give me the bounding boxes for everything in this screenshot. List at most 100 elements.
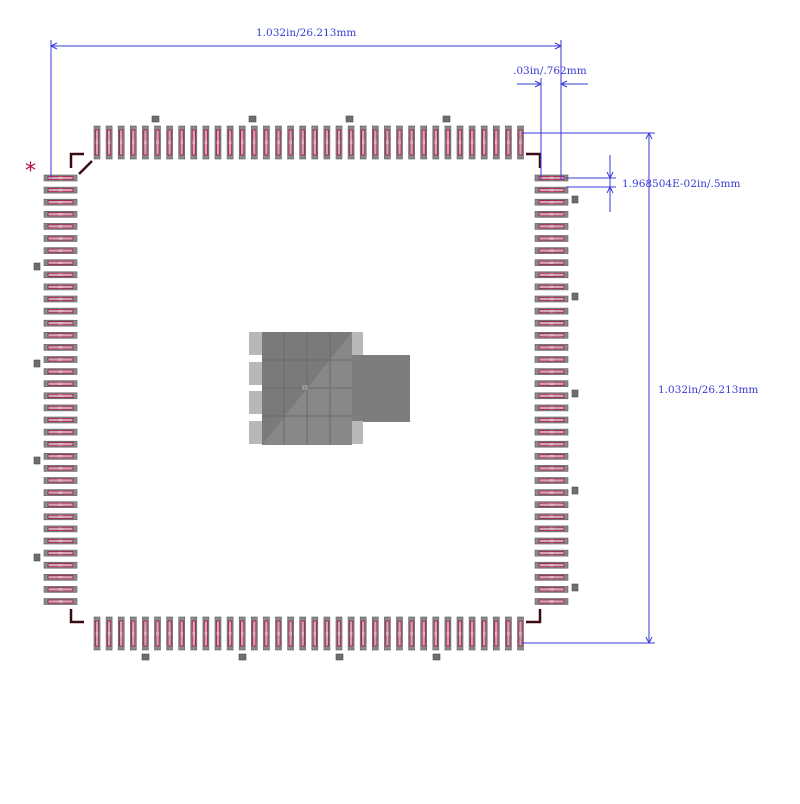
left-pad — [43, 319, 78, 327]
left-pad — [43, 235, 78, 242]
left-pad — [43, 416, 78, 424]
left-pin-row — [43, 174, 78, 605]
bottom-pad — [299, 616, 307, 651]
top-pad — [275, 125, 282, 160]
top-pad — [323, 125, 331, 160]
bottom-pin-row — [93, 616, 524, 651]
right-pad — [534, 307, 569, 315]
top-pad — [408, 125, 415, 160]
fiducial-mark — [571, 195, 579, 204]
left-pad — [43, 392, 78, 400]
top-pad — [396, 125, 403, 160]
bottom-pad — [517, 616, 524, 651]
top-pad — [142, 125, 149, 160]
pad-width-label: .03in/.762mm — [513, 65, 587, 77]
right-pad — [534, 561, 569, 569]
bottom-pad — [456, 616, 464, 651]
right-pad — [534, 586, 569, 593]
left-pad — [43, 477, 78, 484]
top-pad — [359, 125, 367, 160]
bottom-pad — [492, 616, 500, 651]
top-pad — [432, 125, 440, 160]
bottom-pad — [142, 616, 149, 651]
dimension-pad-width — [517, 78, 588, 180]
silk-corner-bottom-left — [69, 609, 84, 624]
right-pad — [534, 598, 569, 605]
right-pad — [534, 392, 569, 400]
silk-corner-top-right — [526, 152, 542, 168]
right-pin-row — [534, 174, 569, 605]
left-pad — [43, 271, 78, 279]
overall-height-label: 1.032in/26.213mm — [658, 384, 758, 396]
bottom-pad — [432, 616, 440, 651]
top-pad — [238, 125, 246, 160]
paste-square-2 — [249, 362, 262, 385]
right-pad — [534, 186, 569, 194]
top-pad — [130, 125, 137, 160]
left-pad — [43, 465, 78, 472]
left-pad — [43, 501, 78, 509]
bottom-pad — [480, 616, 488, 651]
left-pad — [43, 344, 78, 351]
left-pad — [43, 440, 78, 448]
bottom-pad — [130, 616, 137, 651]
left-pad — [43, 525, 78, 533]
bottom-pad — [226, 616, 234, 651]
bottom-pad — [420, 616, 428, 651]
right-pad — [534, 501, 569, 509]
left-pad — [43, 356, 78, 363]
top-pad — [456, 125, 464, 160]
left-pad — [43, 549, 78, 557]
right-pad — [534, 368, 569, 375]
fiducial-mark — [345, 115, 354, 123]
right-pad — [534, 198, 569, 206]
top-pad — [444, 125, 452, 160]
left-pad — [43, 452, 78, 460]
left-pad — [43, 368, 78, 375]
fiducial-mark — [571, 583, 579, 592]
top-pad — [347, 125, 355, 160]
right-pad — [534, 573, 569, 581]
bottom-pad — [275, 616, 282, 651]
top-pad — [420, 125, 428, 160]
top-pad — [287, 125, 294, 160]
top-pad — [105, 125, 113, 160]
top-pad — [384, 125, 391, 160]
left-pad — [43, 295, 78, 303]
bottom-pad — [202, 616, 210, 651]
dimension-overall-height — [522, 132, 655, 644]
bottom-pad — [178, 616, 185, 651]
bottom-pad — [408, 616, 415, 651]
right-pad — [534, 356, 569, 363]
right-pad — [534, 344, 569, 351]
top-pad — [492, 125, 500, 160]
thermal-pad-tab — [350, 355, 410, 422]
top-pad — [311, 125, 319, 160]
left-pad — [43, 259, 78, 267]
left-pad — [43, 586, 78, 593]
left-pad — [43, 598, 78, 605]
fiducial-mark — [33, 553, 41, 562]
bottom-pad — [444, 616, 452, 651]
top-pad — [299, 125, 307, 160]
fiducial-mark — [432, 653, 441, 661]
bottom-pad — [190, 616, 198, 651]
bottom-pad — [238, 616, 246, 651]
bottom-pad — [117, 616, 125, 651]
right-pad — [534, 513, 569, 521]
paste-square-4 — [249, 421, 262, 444]
dimension-pitch — [566, 155, 616, 212]
fiducial-mark — [335, 653, 344, 661]
left-pad — [43, 174, 78, 182]
right-pad — [534, 271, 569, 279]
right-pad — [534, 549, 569, 557]
bottom-pad — [251, 616, 258, 651]
bottom-pad — [396, 616, 403, 651]
fiducial-mark — [571, 292, 579, 301]
right-pad — [534, 174, 569, 182]
right-pad — [534, 537, 569, 545]
right-pad — [534, 380, 569, 388]
pin1-marker: * — [25, 159, 36, 184]
paste-square-3 — [249, 391, 262, 414]
